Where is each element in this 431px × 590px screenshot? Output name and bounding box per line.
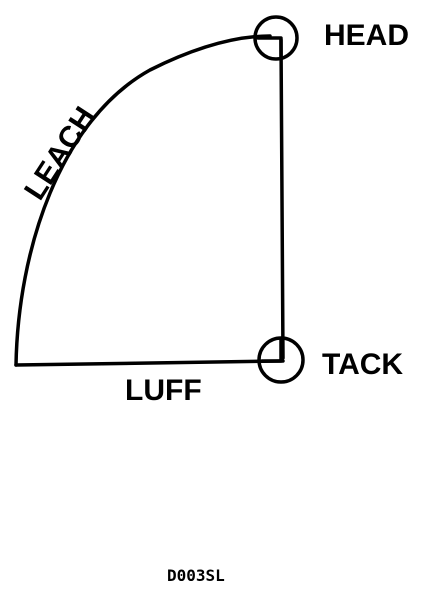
leach-edge <box>14 34 272 367</box>
head-corner-icon <box>253 15 299 61</box>
luff-edge <box>14 359 285 367</box>
head-label: HEAD <box>324 19 409 52</box>
luff-label: LUFF <box>125 374 202 407</box>
leach-label: LEACH <box>18 101 102 206</box>
vertical-edge <box>279 38 285 360</box>
figure-code: D003SL <box>167 566 225 585</box>
tack-label: TACK <box>322 348 403 381</box>
tack-corner-icon <box>257 336 305 384</box>
